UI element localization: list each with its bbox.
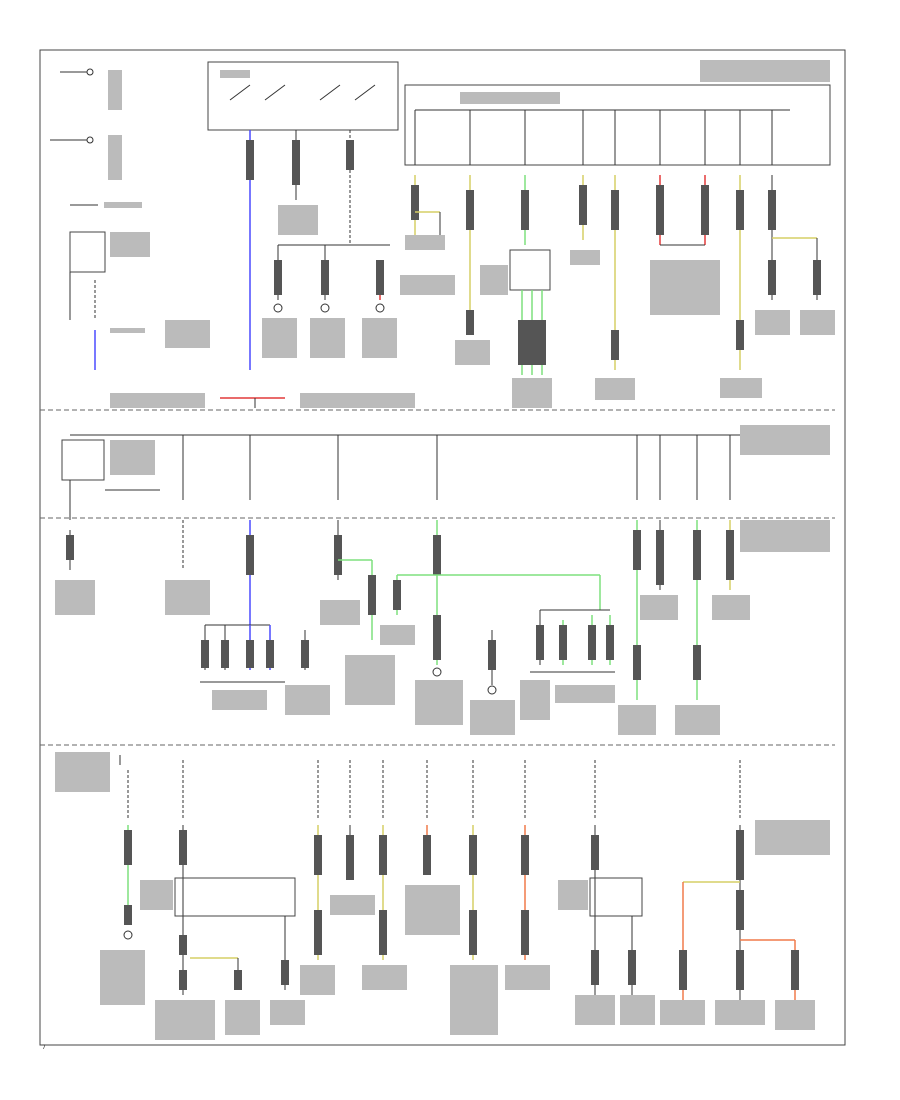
top-fuse-box — [404, 60, 831, 166]
middle-fuse-box — [61, 425, 830, 520]
diagram-frame — [39, 49, 846, 1046]
top-left-switches — [50, 68, 210, 370]
top-right-circuits — [400, 175, 835, 408]
middle-lower-circuits — [55, 520, 830, 735]
ground-link — [110, 393, 415, 408]
page-code: 7 — [42, 1044, 46, 1051]
bottom-circuits — [100, 825, 815, 1040]
bottom-fuse-row — [55, 752, 830, 855]
ignition-switch-group — [207, 61, 399, 370]
